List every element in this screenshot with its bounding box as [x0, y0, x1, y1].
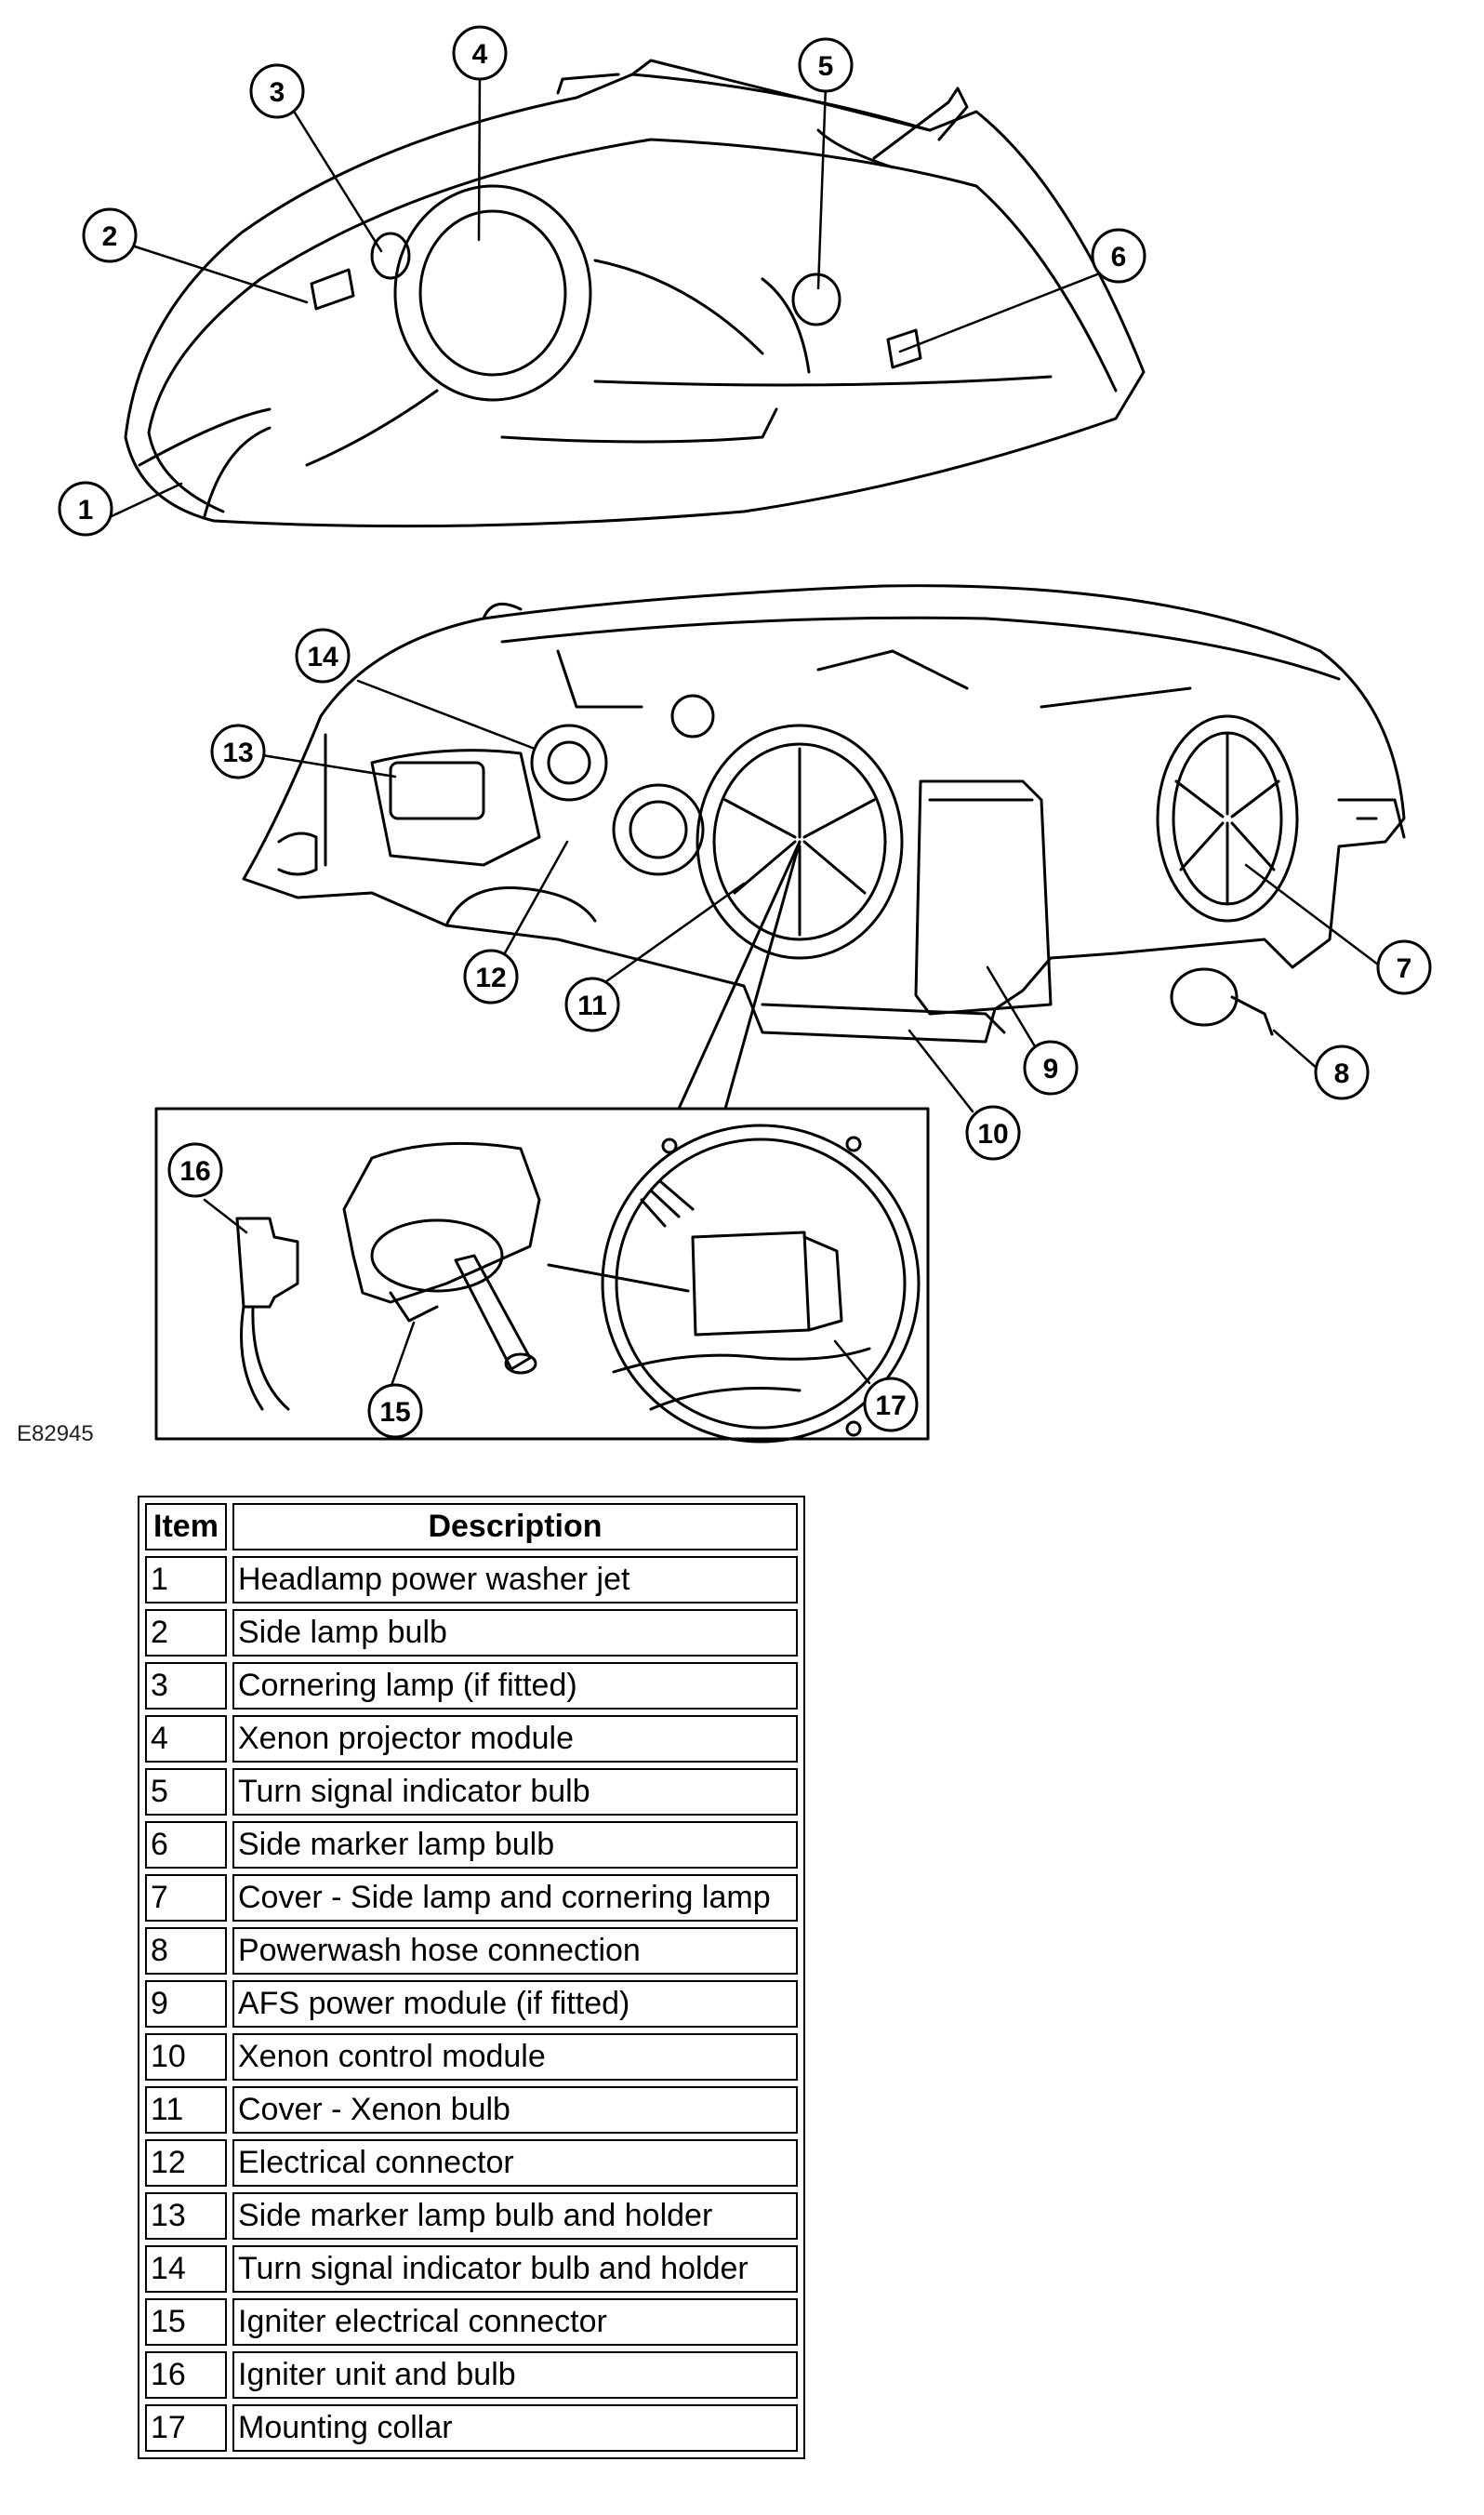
item-number: 9: [145, 1980, 227, 2028]
item-description: Side marker lamp bulb: [232, 1821, 798, 1869]
item-number: 17: [145, 2404, 227, 2452]
item-description: Side lamp bulb: [232, 1609, 798, 1657]
callout-17: 17: [863, 1377, 919, 1432]
callout-11: 11: [564, 977, 620, 1032]
svg-text:5: 5: [818, 51, 834, 82]
item-description: Xenon control module: [232, 2033, 798, 2081]
item-number: 14: [145, 2245, 227, 2293]
callout-6: 6: [1091, 228, 1146, 284]
svg-text:11: 11: [577, 991, 607, 1021]
callout-12: 12: [463, 949, 519, 1005]
callout-8: 8: [1314, 1045, 1370, 1100]
callout-2: 2: [82, 207, 138, 263]
item-number: 15: [145, 2298, 227, 2346]
callout-16: 16: [167, 1142, 223, 1198]
item-description: Headlamp power washer jet: [232, 1556, 798, 1603]
table-header-row: Item Description: [145, 1503, 798, 1550]
item-number: 2: [145, 1609, 227, 1657]
item-description: Side marker lamp bulb and holder: [232, 2192, 798, 2240]
svg-text:2: 2: [102, 221, 118, 252]
item-description: Mounting collar: [232, 2404, 798, 2452]
item-description: AFS power module (if fitted): [232, 1980, 798, 2028]
callout-1: 1: [58, 481, 113, 537]
svg-text:3: 3: [270, 77, 285, 108]
callout-10: 10: [965, 1105, 1021, 1161]
callout-3: 3: [249, 63, 305, 119]
item-number: 5: [145, 1768, 227, 1816]
svg-text:13: 13: [222, 738, 253, 768]
svg-text:15: 15: [379, 1397, 410, 1428]
item-description: Xenon projector module: [232, 1715, 798, 1763]
item-description: Turn signal indicator bulb and holder: [232, 2245, 798, 2293]
callout-5: 5: [798, 37, 854, 93]
svg-text:10: 10: [977, 1119, 1008, 1150]
figure-code: E82945: [17, 1421, 94, 1446]
item-description: Turn signal indicator bulb: [232, 1768, 798, 1816]
item-number: 13: [145, 2192, 227, 2240]
svg-text:1: 1: [78, 495, 94, 526]
callout-15: 15: [367, 1383, 423, 1439]
svg-text:8: 8: [1334, 1058, 1350, 1089]
svg-text:16: 16: [179, 1156, 210, 1187]
item-number: 4: [145, 1715, 227, 1763]
callout-9: 9: [1023, 1040, 1079, 1096]
callouts: 1 2 3 4 5 6 7 8 9 10 11 12 13 14 15 16 1…: [58, 25, 1432, 1439]
header-item: Item: [145, 1503, 227, 1550]
svg-text:17: 17: [875, 1391, 906, 1421]
svg-text:4: 4: [472, 39, 488, 70]
svg-text:7: 7: [1397, 953, 1412, 984]
item-number: 3: [145, 1662, 227, 1710]
callout-14: 14: [295, 628, 351, 684]
svg-text:12: 12: [475, 963, 506, 993]
item-description: Igniter unit and bulb: [232, 2351, 798, 2399]
callout-7: 7: [1376, 939, 1432, 995]
item-number: 7: [145, 1874, 227, 1922]
inset-detail-box: [154, 1107, 930, 1444]
svg-text:9: 9: [1043, 1054, 1059, 1085]
item-number: 8: [145, 1927, 227, 1975]
item-description: Electrical connector: [232, 2139, 798, 2187]
item-number: 12: [145, 2139, 227, 2187]
item-description: Cover - Xenon bulb: [232, 2086, 798, 2134]
item-description: Cover - Side lamp and cornering lamp: [232, 1874, 798, 1922]
callout-4: 4: [452, 25, 508, 81]
headlamp-front-view: [124, 59, 1146, 528]
item-description: Igniter electrical connector: [232, 2298, 798, 2346]
leader-lines: [110, 71, 1384, 1395]
svg-text:6: 6: [1111, 242, 1127, 273]
item-number: 10: [145, 2033, 227, 2081]
item-number: 16: [145, 2351, 227, 2399]
callout-13: 13: [210, 724, 266, 779]
headlamp-exploded-diagram: 1 2 3 4 5 6 7 8 9 10 11 12 13 14 15 16 1…: [58, 25, 1432, 1444]
svg-text:14: 14: [307, 642, 338, 672]
item-number: 1: [145, 1556, 227, 1603]
header-description: Description: [232, 1503, 798, 1550]
headlamp-rear-view: [242, 584, 1406, 1044]
item-number: 11: [145, 2086, 227, 2134]
item-description: Cornering lamp (if fitted): [232, 1662, 798, 1710]
item-description: Powerwash hose connection: [232, 1927, 798, 1975]
item-number: 6: [145, 1821, 227, 1869]
